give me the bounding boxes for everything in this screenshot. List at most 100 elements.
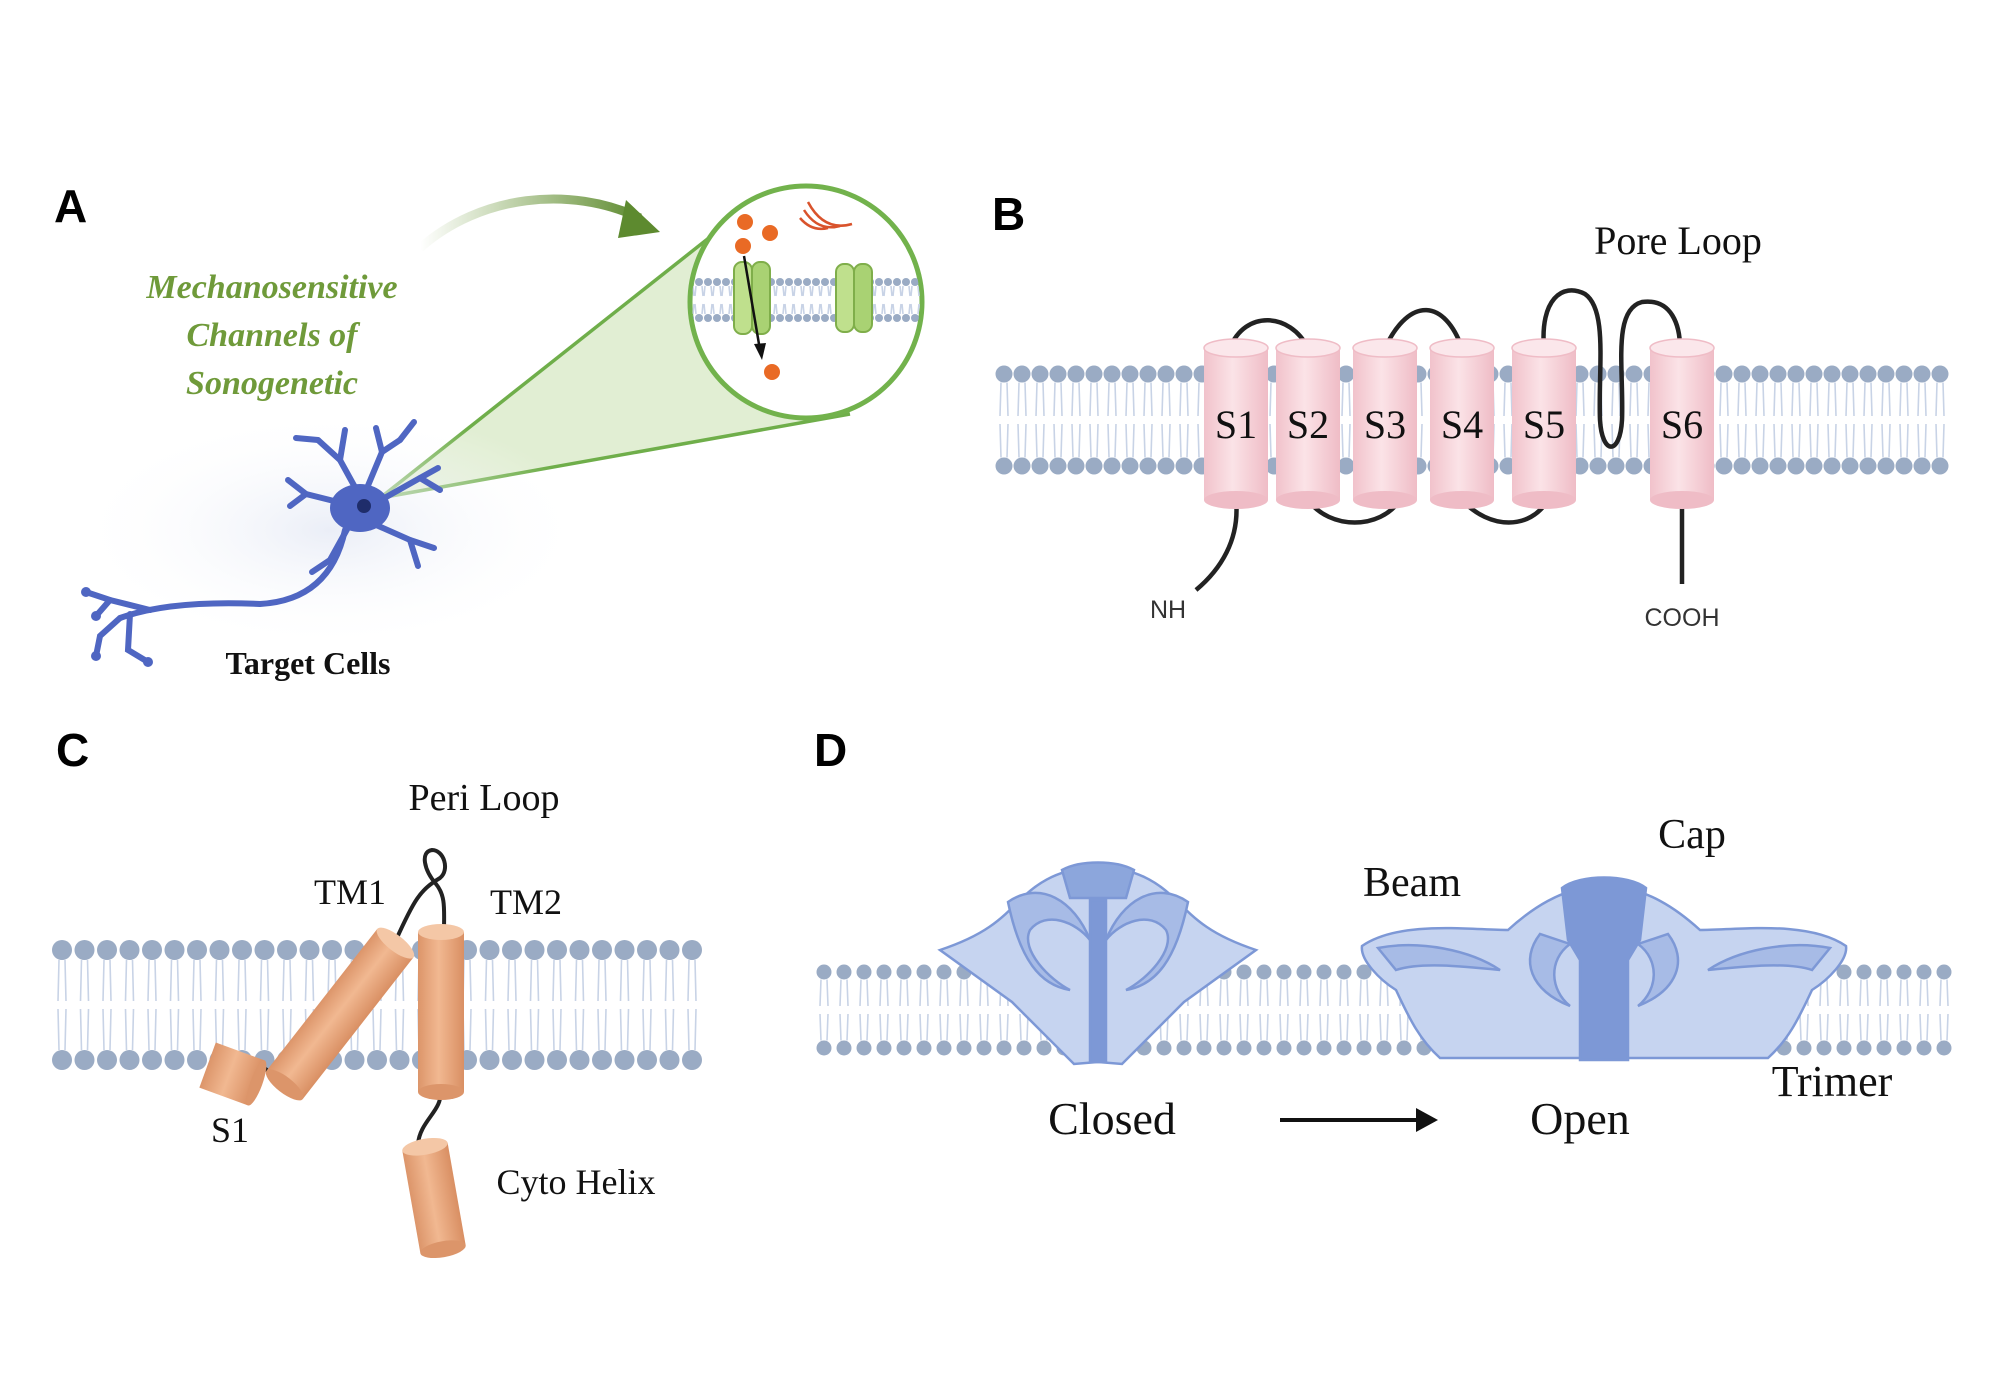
lipid-head — [856, 964, 872, 980]
lipid-head — [637, 1050, 657, 1070]
lipid-head — [1356, 964, 1372, 980]
lipid-head — [996, 1040, 1012, 1056]
lipid-head — [1256, 964, 1272, 980]
lipid-head — [902, 314, 910, 322]
lipid-head — [1841, 457, 1859, 475]
tm1-helix — [265, 927, 415, 1101]
lipid-head — [322, 940, 342, 960]
lipid-head — [614, 1050, 635, 1070]
lipid-head — [1139, 365, 1157, 383]
lipid-head — [1796, 1040, 1812, 1056]
lipid-head — [97, 940, 117, 960]
lipid-head — [232, 940, 252, 960]
lipid-head — [1913, 457, 1931, 475]
lipid-head — [142, 1050, 162, 1070]
segment-label: S4 — [1441, 402, 1483, 447]
cyto-helix-label: Cyto Helix — [497, 1162, 656, 1202]
tm1-label: TM1 — [314, 872, 386, 912]
lipid-head — [1769, 457, 1787, 475]
panel-d: D Cap Beam Trimer Closed Open — [814, 724, 1952, 1144]
panel-a-letter: A — [54, 180, 87, 232]
lipid-head — [1336, 964, 1352, 980]
lipid-head — [1337, 365, 1355, 383]
lipid-head — [911, 278, 919, 286]
lipid-head — [836, 1040, 852, 1056]
lipid-head — [896, 964, 912, 980]
lipid-head — [502, 1050, 522, 1070]
neuron-terminals — [81, 587, 153, 667]
lipid-head — [1085, 365, 1103, 383]
lipid-head — [1121, 365, 1139, 383]
lipid-head — [1823, 365, 1841, 383]
lipid-head — [592, 940, 612, 960]
lipid-head — [1276, 964, 1292, 980]
lipid-head — [659, 940, 680, 960]
lipid-head — [1816, 1040, 1832, 1056]
lipid-head — [1916, 964, 1932, 980]
trimer-label: Trimer — [1772, 1057, 1893, 1106]
lipid-head — [1715, 365, 1733, 383]
lipid-head — [1805, 457, 1823, 475]
lipid-head — [1787, 365, 1805, 383]
lipid-head — [1859, 365, 1877, 383]
lipid-head — [367, 1050, 387, 1070]
lipid-head — [1916, 1040, 1932, 1056]
panel-d-letter: D — [814, 724, 847, 776]
lipid-head — [1715, 457, 1733, 475]
lipid-head — [299, 940, 320, 960]
lipid-head — [682, 940, 702, 960]
cyto-helix — [402, 1137, 466, 1259]
lipid-head — [1031, 457, 1049, 475]
lipid-head — [187, 940, 207, 960]
lipid-head — [1067, 365, 1085, 383]
channel-right-b — [853, 263, 873, 333]
lipid-head — [1936, 964, 1952, 980]
open-label: Open — [1530, 1093, 1630, 1144]
lipid-head — [569, 1050, 590, 1070]
lipid-head — [277, 940, 297, 960]
transition-arrow-head — [1416, 1108, 1438, 1132]
lipid-head — [896, 1040, 912, 1056]
lipid-head — [1121, 457, 1139, 475]
ion-dot — [764, 364, 780, 380]
open-channel — [1360, 876, 1848, 1062]
zoom-arrow — [417, 194, 642, 252]
lipid-head — [524, 940, 545, 960]
lipid-head — [119, 940, 140, 960]
lipid-head — [52, 940, 72, 960]
zoom-circle — [687, 183, 925, 421]
lipid-head — [704, 278, 712, 286]
lipid-head — [995, 457, 1013, 475]
ion-dot — [737, 214, 753, 230]
lipid-head — [785, 314, 793, 322]
lipid-head — [776, 278, 784, 286]
lipid-head — [1751, 365, 1769, 383]
lipid-head — [1607, 457, 1625, 475]
lipid-head — [614, 940, 635, 960]
lipid-head — [254, 940, 275, 960]
ion-dot — [735, 238, 751, 254]
lipid-head — [524, 1050, 545, 1070]
helix-s1: S1 — [1203, 338, 1269, 509]
lipid-head — [1156, 1040, 1172, 1056]
lipid-head — [812, 314, 820, 322]
lipid-head — [1823, 457, 1841, 475]
lipid-head — [1016, 1040, 1032, 1056]
lipid-head — [916, 964, 932, 980]
helix-s2: S2 — [1275, 338, 1341, 509]
lipid-head — [1316, 1040, 1332, 1056]
lipid-head — [1276, 1040, 1292, 1056]
lipid-head — [1841, 365, 1859, 383]
lipid-head — [1013, 457, 1031, 475]
pore-loop-label: Pore Loop — [1594, 218, 1762, 263]
beam-label: Beam — [1363, 860, 1461, 906]
lipid-head — [836, 964, 852, 980]
lipid-head — [1751, 457, 1769, 475]
lipid-head — [52, 1050, 72, 1070]
target-cells-label: Target Cells — [225, 645, 390, 681]
lipid-head — [956, 1040, 972, 1056]
lipid-head — [502, 940, 522, 960]
lipid-head — [569, 940, 590, 960]
lipid-head — [976, 1040, 992, 1056]
